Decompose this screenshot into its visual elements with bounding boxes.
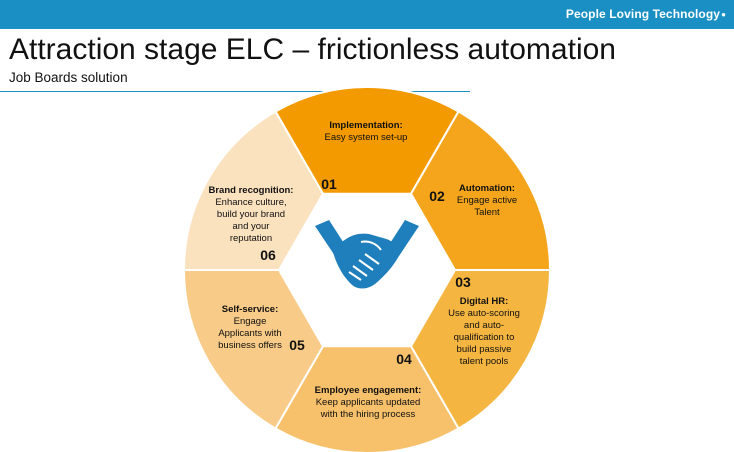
cycle-segment-02 — [409, 110, 552, 271]
segment-line: qualification to — [454, 332, 515, 343]
cycle-segment-05 — [182, 269, 325, 430]
segment-line: build your brand — [217, 209, 285, 220]
segment-number-06: 06 — [260, 247, 276, 263]
segment-title: Automation: — [459, 183, 515, 194]
cycle-segment-06 — [182, 110, 325, 271]
segment-line: and your — [233, 221, 270, 232]
segment-label-06: Brand recognition:Enhance culture,build … — [209, 185, 294, 244]
segment-line: Talent — [474, 207, 500, 218]
segment-line: Engage — [234, 316, 267, 327]
segment-line: Keep applicants updated — [316, 397, 421, 408]
segment-line: reputation — [230, 233, 272, 244]
cycle-segment-01 — [274, 86, 460, 195]
segment-number-02: 02 — [429, 188, 445, 204]
segment-line: build passive — [457, 344, 512, 355]
segment-line: Engage active — [457, 195, 517, 206]
header-bar: People Loving Technology● — [0, 0, 734, 29]
segment-number-01: 01 — [321, 176, 337, 192]
segment-title: Brand recognition: — [209, 185, 294, 196]
segment-number-05: 05 — [289, 337, 305, 353]
brand-tagline: People Loving Technology● — [565, 7, 726, 21]
handshake-icon — [315, 220, 419, 289]
segment-line: Enhance culture, — [215, 197, 286, 208]
segment-title: Implementation: — [329, 120, 402, 131]
segment-line: Easy system set-up — [325, 132, 408, 143]
segment-line: and auto- — [464, 320, 504, 331]
segment-line: Use auto-scoring — [448, 308, 520, 319]
segment-label-01: Implementation:Easy system set-up — [325, 120, 408, 143]
segment-label-04: Employee engagement:Keep applicants upda… — [315, 385, 422, 420]
title-divider — [0, 91, 470, 92]
segment-title: Digital HR: — [460, 296, 509, 307]
page-title: Attraction stage ELC – frictionless auto… — [9, 33, 616, 66]
segment-title: Self-service: — [222, 304, 279, 315]
brand-dot-icon: ● — [721, 10, 726, 19]
cycle-segment-04 — [274, 345, 460, 452]
page-subtitle: Job Boards solution — [9, 70, 128, 85]
cycle-segment-03 — [409, 269, 552, 430]
segment-line: Applicants with — [218, 328, 281, 339]
segment-number-03: 03 — [455, 274, 471, 290]
segment-line: with the hiring process — [320, 409, 416, 420]
segment-line: business offers — [218, 340, 282, 351]
segment-number-04: 04 — [396, 351, 412, 367]
segment-title: Employee engagement: — [315, 385, 422, 396]
segment-line: talent pools — [460, 356, 509, 367]
